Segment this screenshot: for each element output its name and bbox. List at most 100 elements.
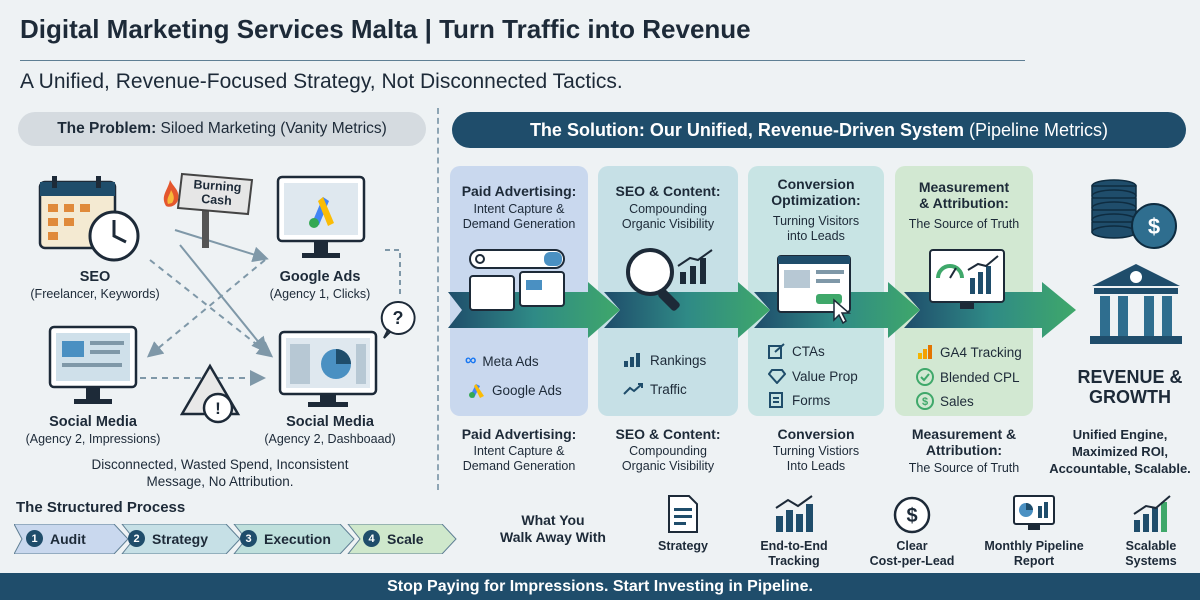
analytics-monitor-icon xyxy=(929,249,1005,309)
process-step-audit-number: 1 xyxy=(26,530,43,547)
process-step-scale-label: Scale xyxy=(387,530,424,547)
col2-item-rankings: Rankings xyxy=(622,352,706,368)
col3-title: Conversion Optimization: xyxy=(748,176,884,208)
col2-item-rankings-label: Rankings xyxy=(650,352,707,368)
walkaway-systems-line1: Scalable xyxy=(1125,539,1177,553)
col1-desc: Intent Capture & Demand Generation xyxy=(450,202,588,232)
problem-heading: The Problem: Siloed Marketing (Vanity Me… xyxy=(18,112,426,146)
node-social-right-sub: (Agency 2, Dashboaad) xyxy=(264,432,396,446)
outcome-desc-line1: Unified Engine, xyxy=(1072,427,1168,442)
footer-banner: Stop Paying for Impressions. Start Inves… xyxy=(0,573,1200,600)
node-seo-title: SEO xyxy=(79,269,111,285)
col3-title-line2: Optimization: xyxy=(771,192,861,208)
process-step-strategy: 2 Strategy xyxy=(128,530,208,547)
page-title: Digital Marketing Services Malta | Turn … xyxy=(20,14,751,44)
process-step-strategy-label: Strategy xyxy=(152,530,209,547)
dollar-circle-icon: $ xyxy=(916,392,934,410)
node-google-ads-sub: (Agency 1, Clicks) xyxy=(269,287,371,301)
solution-heading: The Solution: Our Unified, Revenue-Drive… xyxy=(452,112,1186,148)
process-step-execution-label: Execution xyxy=(264,530,331,547)
burning-cash-sign xyxy=(163,172,254,248)
col1-item-google-ads-label: Google Ads xyxy=(492,382,562,398)
form-icon xyxy=(769,392,783,408)
col1-bottom-desc-line1: Intent Capture & xyxy=(473,444,565,458)
svg-text:$: $ xyxy=(922,396,928,408)
cta-icon xyxy=(768,343,785,359)
col1-item-google-ads: Google Ads xyxy=(468,382,562,398)
col1-bottom-title: Paid Advertising: xyxy=(461,426,577,442)
meta-icon: ∞ xyxy=(465,352,477,369)
problem-caption-line1: Disconnected, Wasted Spend, Inconsistent xyxy=(91,457,349,472)
solution-heading-bold: The Solution: Our Unified, Revenue-Drive… xyxy=(529,120,965,140)
outcome-desc-line2: Maximized ROI, xyxy=(1071,444,1169,459)
node-seo-sub: (Freelancer, Keywords) xyxy=(30,287,160,301)
svg-text:!: ! xyxy=(215,399,221,418)
diamond-icon xyxy=(768,369,786,384)
title-divider xyxy=(20,60,1025,61)
col4-item-blended-cpl: Blended CPL xyxy=(916,368,1020,386)
landing-page-cursor-icon xyxy=(777,255,852,324)
process-title: The Structured Process xyxy=(16,499,186,516)
walkaway-report-line2: Report xyxy=(1013,554,1055,568)
browser-search-icon xyxy=(469,249,565,311)
col3-title-line1: Conversion xyxy=(777,176,855,192)
calendar-clock-icon xyxy=(38,176,140,262)
walkaway-cpl-line2: Cost-per-Lead xyxy=(869,554,955,568)
chart-icon xyxy=(775,495,813,532)
col4-title: Measurement & Attribution: xyxy=(895,179,1033,211)
col4-desc: The Source of Truth xyxy=(908,217,1020,231)
page-subtitle: A Unified, Revenue-Focused Strategy, Not… xyxy=(20,70,623,93)
outcome-desc-line3: Accountable, Scalable. xyxy=(1049,461,1191,476)
process-step-audit-label: Audit xyxy=(50,530,86,547)
node-social-right-title: Social Media xyxy=(286,414,374,430)
question-icon: ? xyxy=(380,300,416,339)
col3-item-ctas: CTAs xyxy=(768,343,825,359)
col3-item-forms-label: Forms xyxy=(792,392,831,408)
google-ads-monitor-icon xyxy=(276,175,366,258)
dollar-icon: $ xyxy=(893,496,931,534)
process-step-audit: 1 Audit xyxy=(26,530,86,547)
col3-item-value-prop: Value Prop xyxy=(768,368,858,384)
problem-caption-line2: Message, No Attribution. xyxy=(146,474,294,489)
col1-item-meta-ads: ∞ Meta Ads xyxy=(465,352,539,370)
col2-bottom-desc-line2: Organic Visibility xyxy=(621,459,715,473)
col4-bottom-title: Measurement & Attribution: xyxy=(890,426,1038,458)
walkaway-tracking-line1: End-to-End xyxy=(760,539,828,553)
revenue-bank-icon: $ xyxy=(1090,179,1182,344)
col2-desc-line2: Organic Visibility xyxy=(621,217,715,231)
node-social-left-sub: (Agency 2, Impressions) xyxy=(25,432,161,446)
svg-text:$: $ xyxy=(1148,214,1160,239)
col1-desc-line2: Demand Generation xyxy=(462,217,576,231)
col2-desc-line1: Compounding xyxy=(629,202,707,216)
col3-desc: Turning Visitors into Leads xyxy=(748,214,884,244)
col3-item-value-prop-label: Value Prop xyxy=(792,368,858,384)
traffic-icon xyxy=(623,383,643,395)
col4-title-line1: Measurement xyxy=(918,179,1010,195)
walkaway-cpl: Clear Cost-per-Lead xyxy=(862,539,962,569)
outcome-title: REVENUE & GROWTH xyxy=(1060,367,1200,407)
col2-bottom-desc-line1: Compounding xyxy=(629,444,707,458)
node-social-left-title: Social Media xyxy=(49,414,137,430)
col4-bottom-desc: The Source of Truth xyxy=(908,461,1020,475)
col4-item-ga4: GA4 Tracking xyxy=(916,344,1022,360)
walkaway-title-line2: Walk Away With xyxy=(500,529,606,545)
warning-icon: ! xyxy=(180,363,241,424)
check-circle-icon xyxy=(916,368,934,386)
col3-item-forms: Forms xyxy=(768,392,830,408)
walkaway-title-line1: What You xyxy=(521,512,585,528)
col1-title: Paid Advertising: xyxy=(461,183,577,199)
col3-bottom-desc-line1: Turning Vistiors xyxy=(772,444,860,458)
walkaway-report: Monthly Pipeline Report xyxy=(974,539,1094,569)
outcome-title-line2: GROWTH xyxy=(1089,387,1171,407)
social-media-monitor-icon xyxy=(48,325,138,404)
walkaway-systems: Scalable Systems xyxy=(1106,539,1196,569)
col2-desc: Compounding Organic Visibility xyxy=(598,202,738,232)
walkaway-report-line1: Monthly Pipeline xyxy=(984,539,1084,553)
process-step-strategy-number: 2 xyxy=(128,530,145,547)
magnifier-chart-icon xyxy=(626,248,713,311)
col1-bottom-desc-line2: Demand Generation xyxy=(462,459,576,473)
node-social-left: Social Media (Agency 2, Impressions) xyxy=(8,413,178,447)
svg-text:?: ? xyxy=(393,308,404,328)
